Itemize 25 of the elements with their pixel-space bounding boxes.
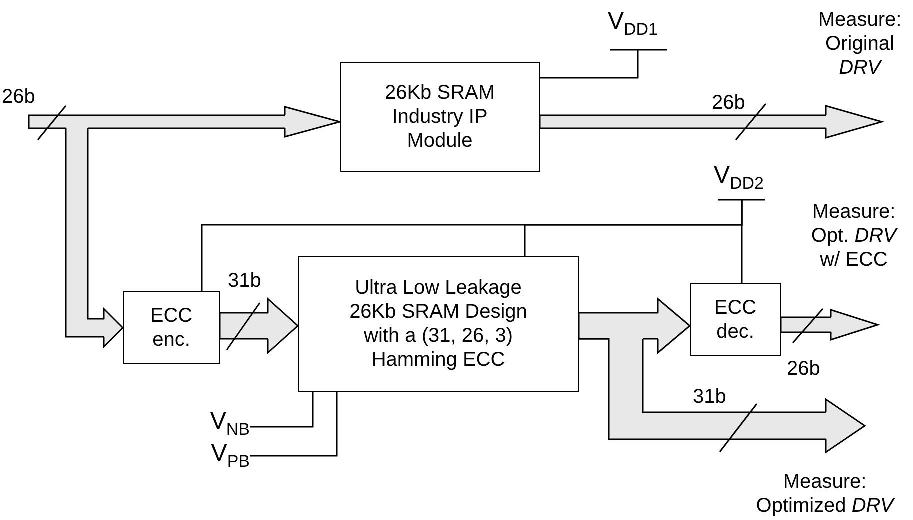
measurement-note: Measure: Optimized DRV	[755, 470, 896, 518]
encoder-box	[123, 291, 220, 364]
supply-line	[250, 392, 314, 428]
measurement-note: Measure: Original DRV	[817, 8, 903, 80]
bus-width-label: 26b	[2, 86, 36, 108]
block-label: ECC enc.	[149, 304, 194, 352]
supply-line	[250, 392, 338, 457]
measurement-note: Measure: Opt. DRV w/ ECC	[810, 200, 899, 272]
supply-line	[524, 200, 743, 256]
supply-line	[539, 49, 668, 79]
bus-width-label: 26b	[712, 92, 746, 114]
decoder-box	[690, 283, 781, 356]
module-box	[340, 62, 540, 172]
bus-width-label: 31b	[693, 386, 726, 408]
block-label: 26Kb SRAM Industry IP Module	[384, 81, 496, 153]
supply-label: V$_{DD2}$	[714, 162, 764, 195]
supply-label: V$_{DD1}$	[608, 8, 658, 41]
sram-design-box	[298, 256, 579, 392]
bus-width-label: 31b	[228, 270, 262, 292]
bus-width-label: 26b	[787, 358, 820, 380]
bias-label: V$_{PB}$	[211, 440, 250, 473]
supply-line	[717, 199, 766, 284]
bias-label: V$_{NB}$	[210, 408, 250, 441]
block-label: Ultra Low Leakage 26Kb SRAM Design with a (31, 26, 3) Hamming ECC	[348, 276, 528, 372]
block-label: ECC dec.	[713, 296, 758, 344]
